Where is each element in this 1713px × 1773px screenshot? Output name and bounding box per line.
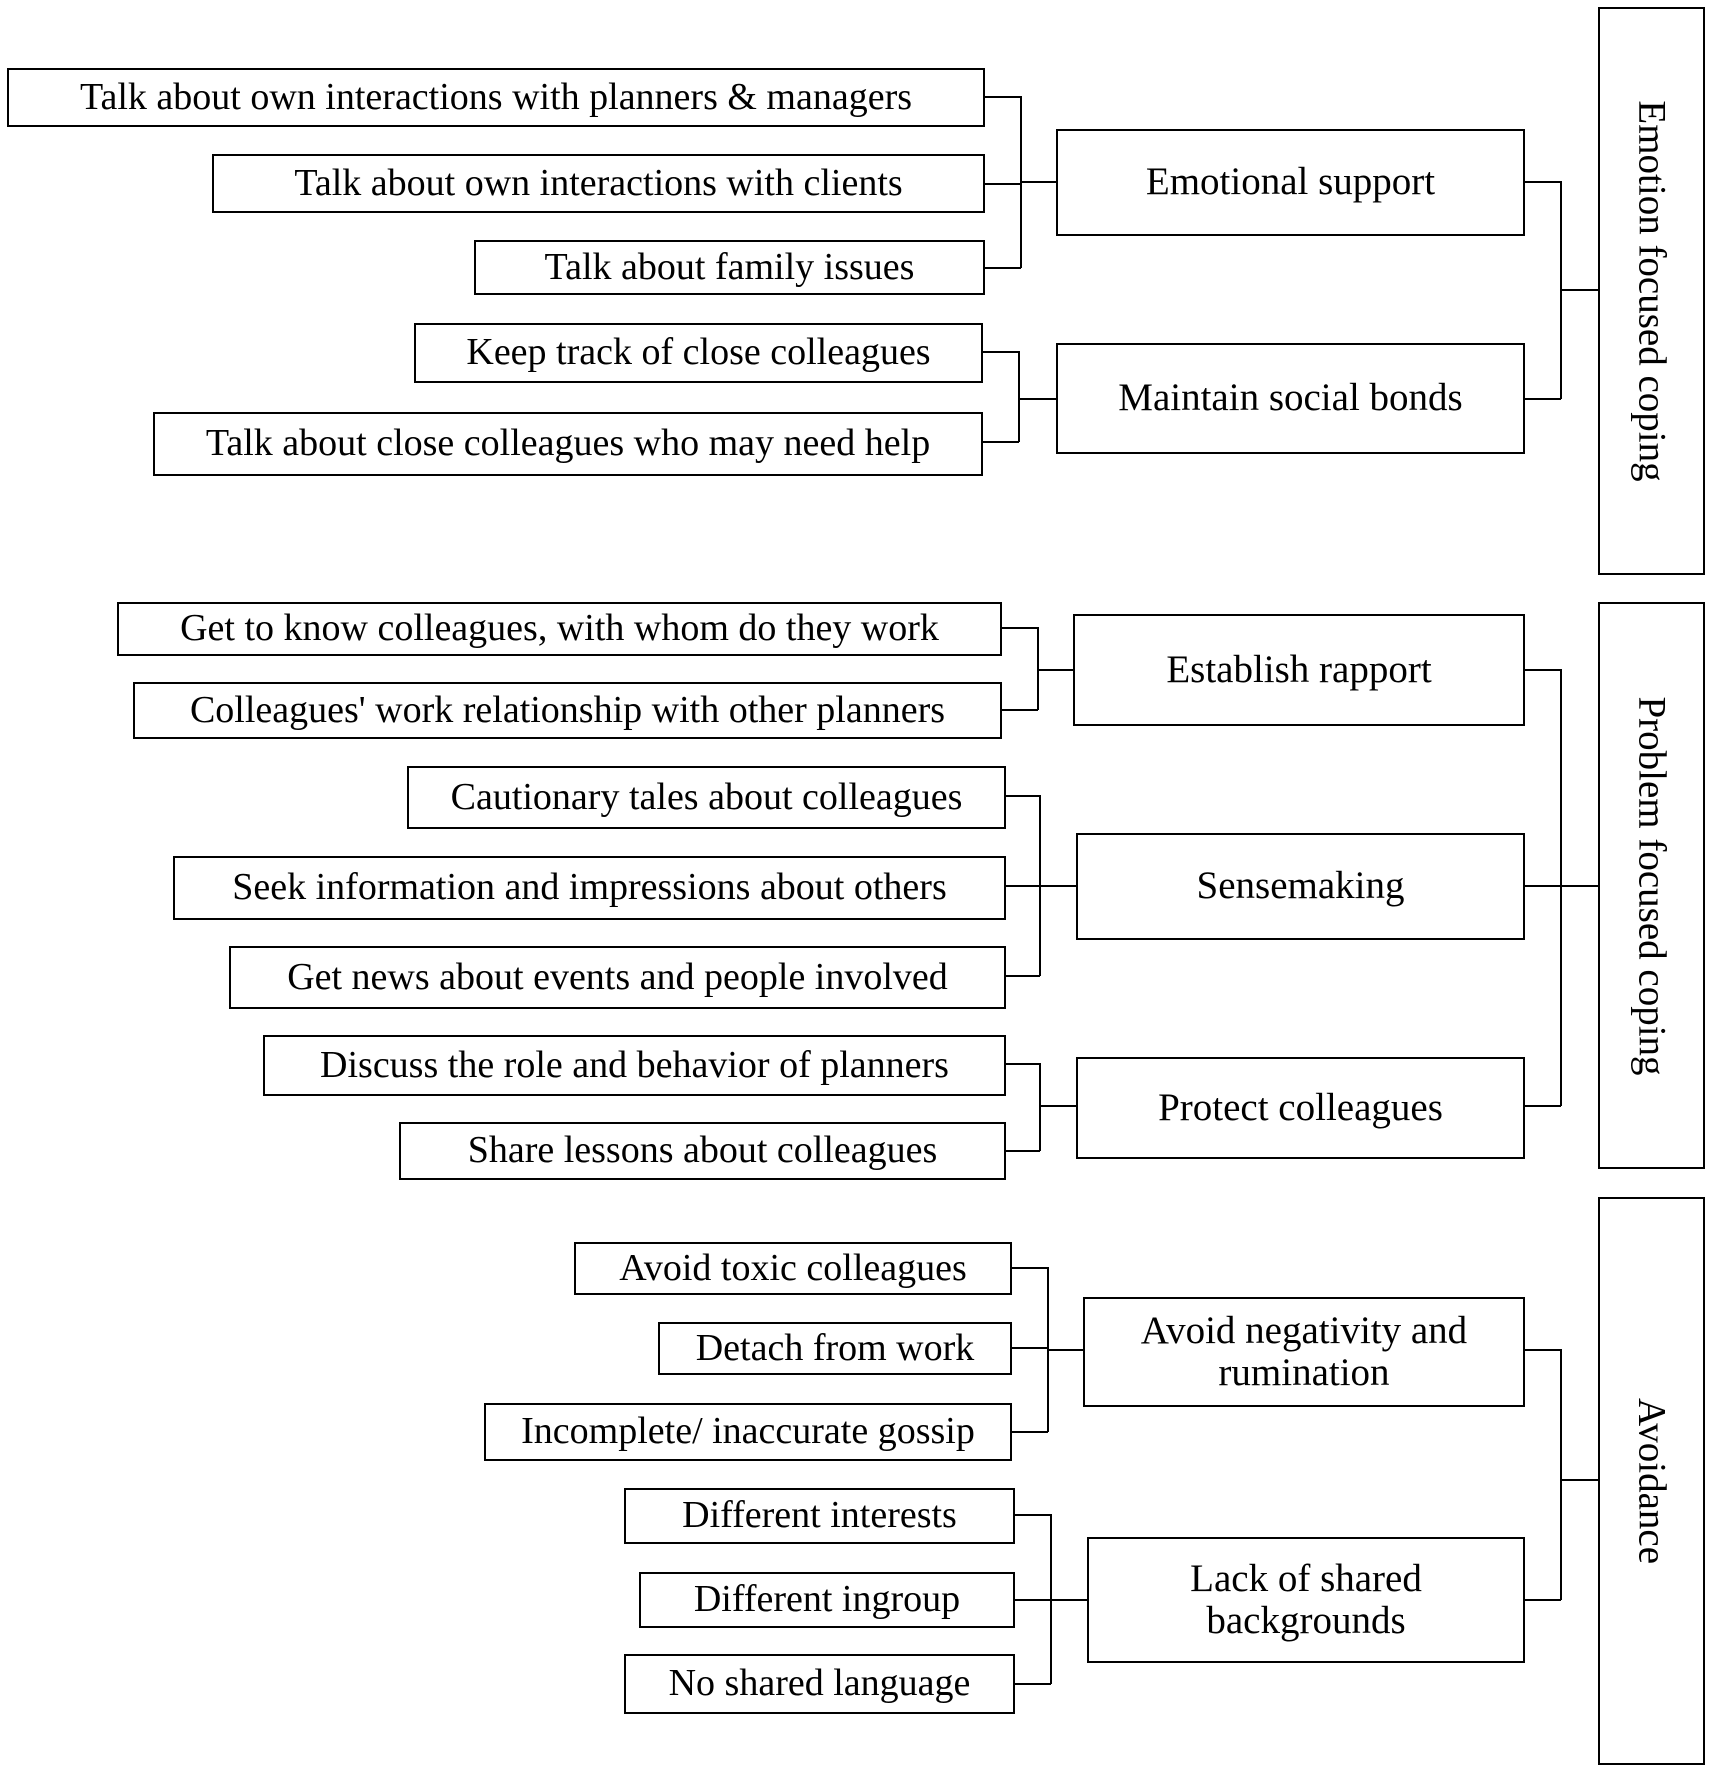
theme-label: Lack of shared backgrounds (1190, 1556, 1422, 1642)
code-label: Talk about own interactions with clients (294, 161, 903, 204)
theme-label: Establish rapport (1166, 647, 1432, 691)
code-box: Different ingroup (639, 1572, 1015, 1628)
code-box: No shared language (624, 1654, 1015, 1714)
connector-avoid-negativity (1012, 1267, 1083, 1433)
code-label: Avoid toxic colleagues (619, 1246, 967, 1289)
category-label: Problem focused coping (1630, 695, 1673, 1076)
code-label: Incomplete/ inaccurate gossip (521, 1410, 975, 1453)
theme-box: Avoid negativity and rumination (1083, 1297, 1525, 1407)
code-label: Detach from work (695, 1326, 975, 1369)
code-box: Avoid toxic colleagues (574, 1242, 1012, 1295)
theme-box: Emotional support (1056, 129, 1525, 236)
code-box: Different interests (624, 1488, 1015, 1544)
connector-establish-rapport (1002, 627, 1073, 711)
theme-box: Lack of shared backgrounds (1087, 1537, 1525, 1663)
code-box: Talk about own interactions with clients (212, 154, 985, 213)
code-box: Discuss the role and behavior of planner… (263, 1035, 1006, 1096)
code-label: No shared language (668, 1662, 971, 1705)
code-label: Keep track of close colleagues (466, 331, 931, 374)
connector-problem-focused-coping (1525, 669, 1598, 1107)
code-label: Cautionary tales about colleagues (450, 775, 963, 818)
code-box: Detach from work (658, 1322, 1012, 1375)
code-label: Seek information and impressions about o… (232, 866, 947, 909)
category-box: Emotion focused coping (1598, 7, 1705, 575)
code-box: Talk about family issues (474, 240, 985, 295)
code-label: Different ingroup (693, 1578, 961, 1621)
category-label: Avoidance (1630, 1397, 1673, 1565)
code-box: Talk about own interactions with planner… (7, 68, 985, 127)
connector-sensemaking (1006, 795, 1076, 977)
connector-emotion-focused-coping (1525, 181, 1598, 400)
theme-label: Maintain social bonds (1118, 376, 1463, 420)
code-box: Get to know colleagues, with whom do the… (117, 602, 1002, 656)
code-label: Share lessons about colleagues (467, 1129, 938, 1172)
connector-protect-colleagues (1006, 1063, 1076, 1152)
code-label: Colleagues' work relationship with other… (189, 688, 946, 731)
code-box: Incomplete/ inaccurate gossip (484, 1403, 1012, 1461)
theme-label: Protect colleagues (1158, 1085, 1443, 1129)
theme-label: Avoid negativity and rumination (1140, 1308, 1468, 1394)
code-label: Talk about family issues (544, 245, 915, 288)
connector-avoidance (1525, 1349, 1598, 1601)
code-label: Discuss the role and behavior of planner… (320, 1043, 949, 1086)
category-box: Problem focused coping (1598, 602, 1705, 1169)
code-box: Cautionary tales about colleagues (407, 766, 1006, 829)
code-box: Colleagues' work relationship with other… (133, 682, 1002, 739)
theme-label: Emotional support (1145, 160, 1436, 204)
theme-box: Maintain social bonds (1056, 343, 1525, 454)
code-label: Talk about own interactions with planner… (79, 75, 913, 118)
category-label: Emotion focused coping (1630, 100, 1673, 482)
code-box: Seek information and impressions about o… (173, 856, 1006, 920)
category-box: Avoidance (1598, 1197, 1705, 1765)
code-label: Get news about events and people involve… (287, 955, 948, 998)
code-box: Get news about events and people involve… (229, 946, 1006, 1009)
code-box: Talk about close colleagues who may need… (153, 412, 983, 476)
theme-box: Establish rapport (1073, 614, 1525, 726)
connector-emotional-support (985, 96, 1056, 269)
theme-label: Sensemaking (1196, 864, 1405, 908)
code-label: Talk about close colleagues who may need… (205, 422, 931, 465)
code-label: Different interests (682, 1494, 957, 1537)
theme-box: Sensemaking (1076, 833, 1525, 940)
connector-maintain-social-bonds (983, 351, 1056, 443)
theme-box: Protect colleagues (1076, 1057, 1525, 1159)
code-label: Get to know colleagues, with whom do the… (180, 607, 939, 650)
code-box: Share lessons about colleagues (399, 1122, 1006, 1180)
code-box: Keep track of close colleagues (414, 323, 983, 383)
connector-lack-of-shared-backgrounds (1015, 1514, 1087, 1685)
